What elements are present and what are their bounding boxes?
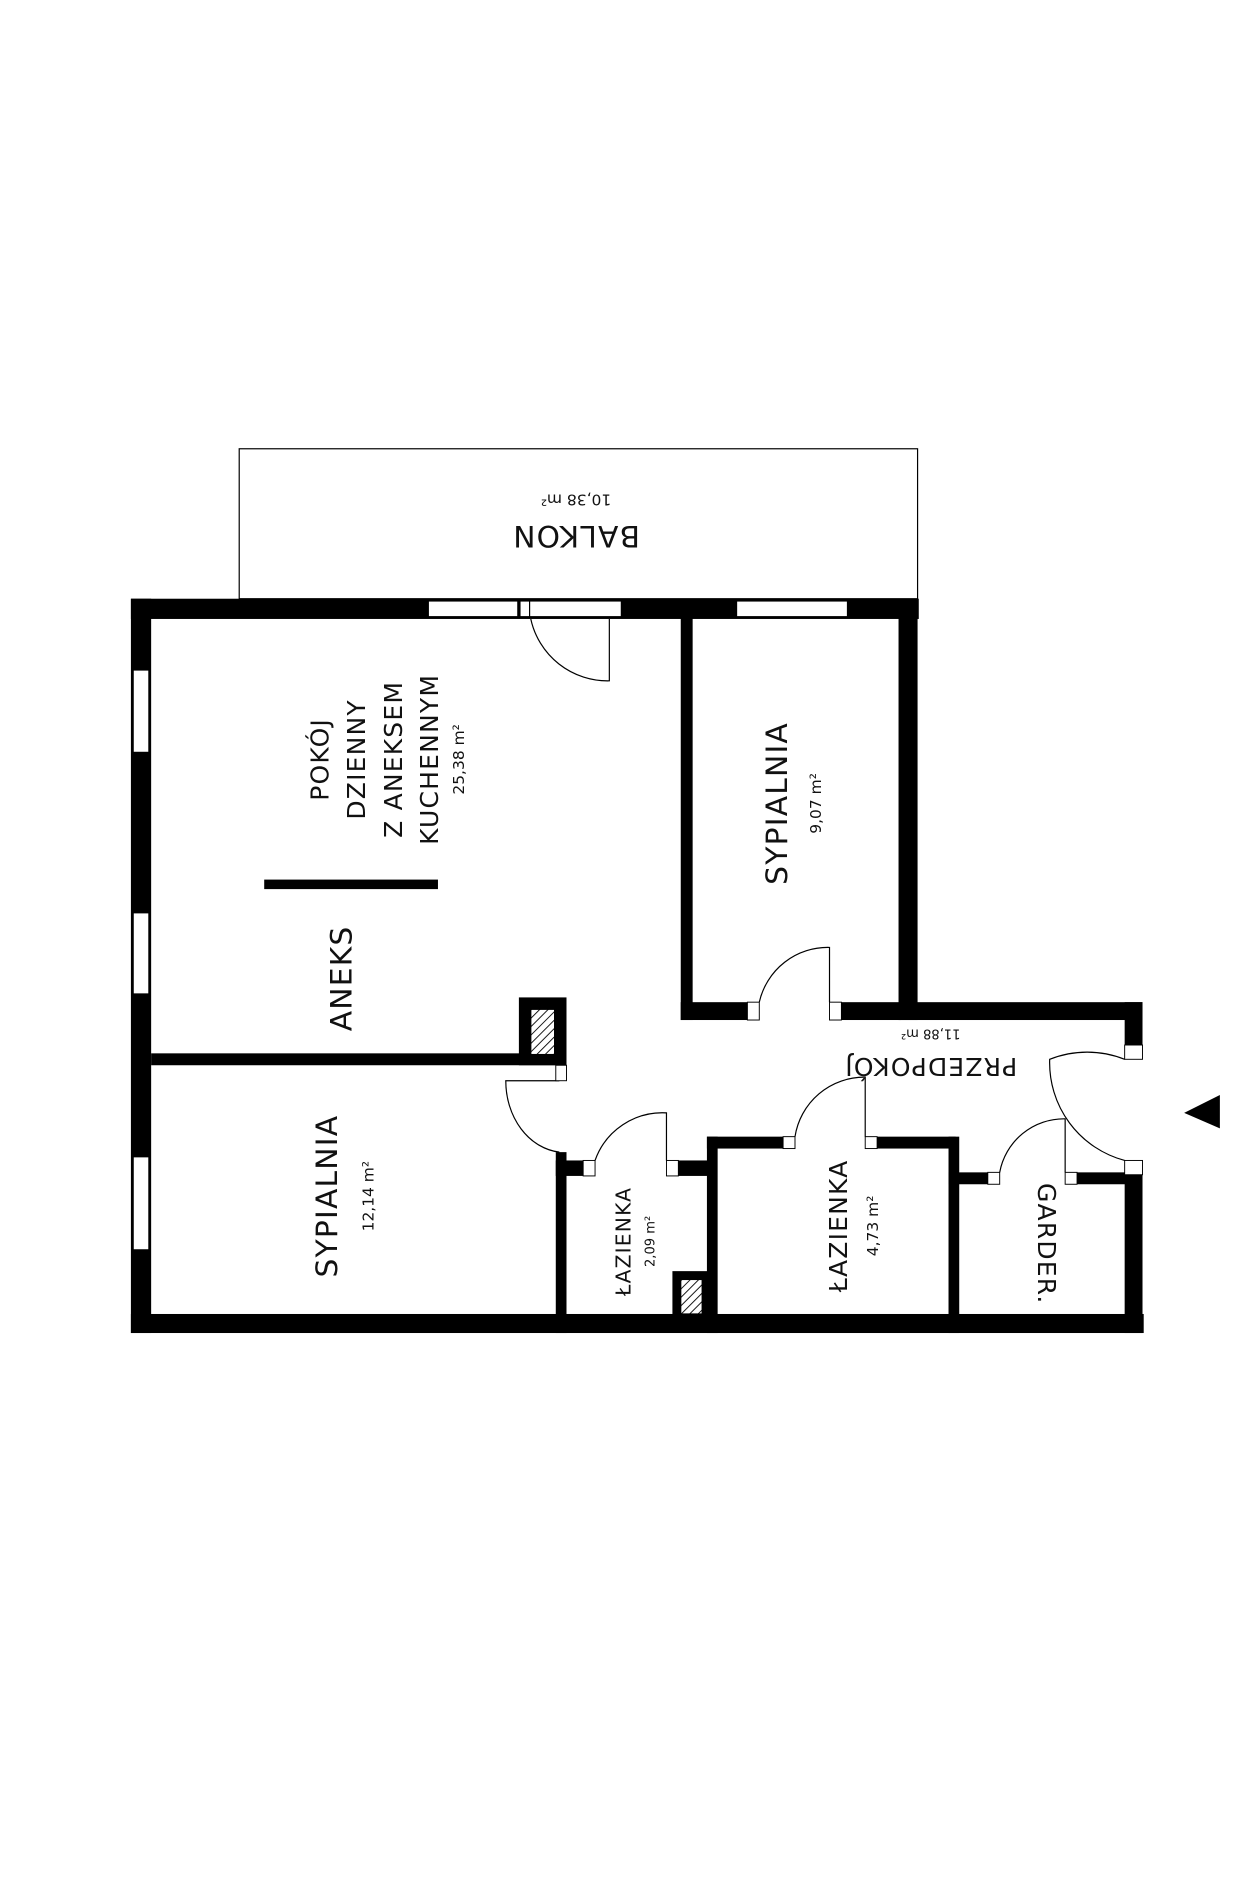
entrance-arrow-icon [1184, 1095, 1220, 1129]
bedroom-small-label: SYPIALNIA [760, 722, 795, 885]
bath-small-area: 2,09 m² [643, 1216, 658, 1267]
bath-large-area: 4,73 m² [864, 1196, 882, 1257]
bath-small-label: ŁAZIENKA [611, 1187, 635, 1297]
wardrobe-label: GARDER. [1032, 1183, 1061, 1305]
balcony-outline [238, 448, 919, 600]
living-label-line-3: Z ANEKSEM [379, 681, 408, 838]
windows [132, 600, 848, 1251]
walls [130, 598, 1144, 1334]
bath-large-label: ŁAZIENKA [824, 1160, 853, 1294]
living-area: 25,38 m² [450, 724, 468, 794]
aneks-label: ANEKS [324, 925, 359, 1031]
chimney-bathroom [672, 1271, 709, 1319]
hall-label: PRZEDPOKÓJ [844, 1052, 1017, 1082]
bedroom-large-label: SYPIALNIA [310, 1115, 345, 1278]
living-label-line-2: DZIENNY [342, 699, 371, 819]
doors [505, 618, 1143, 1185]
living-label-line-4: KUCHENNYM [415, 674, 444, 845]
living-label-line-1: POKÓJ [304, 718, 334, 801]
balcony-label: BALKON [512, 518, 640, 553]
balcony-area: 10,38 m² [541, 490, 611, 508]
hall-area: 11,88 m² [901, 1026, 961, 1041]
bedroom-small-area: 9,07 m² [807, 773, 825, 834]
bedroom-large-area: 12,14 m² [359, 1161, 377, 1231]
chimney-living [518, 997, 567, 1066]
